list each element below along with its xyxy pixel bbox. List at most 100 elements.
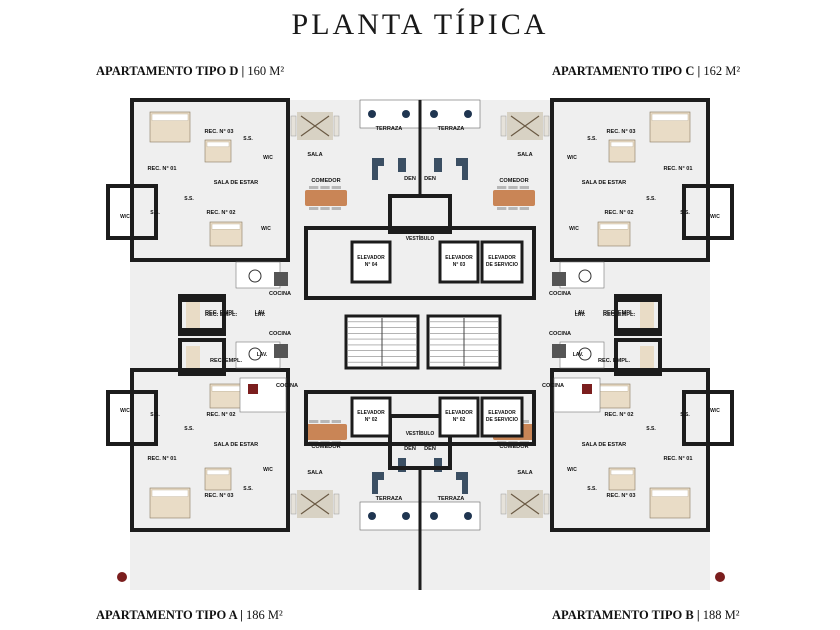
apt-a-sala-pattern [300, 493, 330, 515]
apt-a-bedroom-wing [130, 368, 290, 532]
apt-a-cocina-table [248, 347, 262, 361]
mid-kitchen-left-table [248, 384, 258, 394]
apt-d-cocina-table [248, 269, 262, 283]
apt-b-ss-1: S.S. [587, 486, 597, 492]
service-elevator-upper-number: DE SERVICIO [486, 262, 518, 268]
apt-a-ss-3: S.S. [184, 426, 194, 432]
apt-c-terraza-chair [464, 110, 472, 118]
core-upper [304, 226, 536, 300]
apt-b-sala-estar: SALA DE ESTAR [582, 442, 626, 448]
apt-c-bedroom-wing [550, 98, 710, 262]
apt-d-rec1: REC. N° 01 [148, 166, 177, 172]
elevator-02-right-label: ELEVADOR [445, 410, 473, 416]
apt-d-wc-block [106, 184, 158, 240]
apt-a-den-sofa [372, 472, 384, 494]
apt-b-rec-empl-room [614, 298, 662, 336]
apt-a-rec2: REC. N° 02 [207, 412, 236, 418]
mid-kitchen-right-area [553, 377, 601, 413]
apt-d-terraza-chair-2 [402, 110, 410, 118]
apt-c-ss-3: S.S. [646, 196, 656, 202]
apartment-d-label: APARTAMENTO TIPO D | 160 M² [96, 64, 285, 78]
apt-a-wc-2: W/C [120, 408, 130, 414]
apt-d-rec-empl: REC. EMPL. [205, 310, 237, 316]
apt-c-cocina-counter [552, 272, 566, 286]
apt-d-ss-2: S.S. [150, 210, 160, 216]
apartment-c-name: APARTAMENTO TIPO C [552, 64, 695, 78]
apt-b-wc-block [682, 390, 734, 446]
apt-b-bed-2-pillows [599, 385, 629, 392]
apartment-d-name: APARTAMENTO TIPO D [96, 64, 239, 78]
apt-b-wc-2: W/C [710, 408, 720, 414]
apt-d-cocina-counter [274, 272, 288, 286]
apt-c-rec3: REC. N° 03 [607, 129, 636, 135]
apartment-c-label: APARTAMENTO TIPO C | 162 M² [552, 64, 741, 78]
apt-d-lav: LAV. [255, 312, 266, 318]
apt-d-rec3: REC. N° 03 [205, 129, 234, 135]
apt-c-bed-2-pillows [599, 223, 629, 230]
service-elevator-lower [480, 396, 524, 438]
apt-d-wc-1: W/C [263, 155, 273, 161]
elevator-02-right-number: N° 02 [453, 417, 466, 423]
elevator-03 [438, 240, 480, 284]
apt-b-cocina-table [578, 347, 592, 361]
apt-a-rec3: REC. N° 03 [205, 493, 234, 499]
apartment-d-area: 160 M² [247, 64, 285, 78]
apt-a-rec1: REC. N° 01 [148, 456, 177, 462]
apt-c-den-chair [434, 158, 442, 172]
apt-b-ss-3: S.S. [646, 426, 656, 432]
service-elevator-lower-number: DE SERVICIO [486, 417, 518, 423]
apt-c-ss-1: S.S. [587, 136, 597, 142]
elevator-02-right [438, 396, 480, 438]
apt-a-sala-estar: SALA DE ESTAR [214, 442, 258, 448]
apt-d-rec2: REC. N° 02 [207, 210, 236, 216]
apt-a-dining-table-chair [331, 420, 341, 423]
mid-kitchen-left-rec-empl: REC. EMPL. [210, 358, 242, 364]
apt-b-terraza-chair [464, 512, 472, 520]
apt-c-ss-2: S.S. [680, 210, 690, 216]
apt-c-rec2: REC. N° 02 [605, 210, 634, 216]
apt-d-den: DEN [404, 176, 416, 182]
apt-c-bed-master-pillows [651, 113, 689, 121]
elevator-04 [350, 240, 392, 284]
apartment-a-name: APARTAMENTO TIPO A [96, 608, 238, 622]
apt-c-den-sofa [456, 158, 468, 180]
apt-b-wc-1: W/C [567, 467, 577, 473]
apt-a-den-chair [398, 458, 406, 472]
apt-b-comedor: COMEDOR [499, 444, 528, 450]
apt-c-sala-sofa-right [543, 115, 550, 137]
apt-a-comedor: COMEDOR [311, 444, 340, 450]
apt-d-sala-label: SALA [307, 152, 322, 158]
apt-a-lav: LAV. [255, 310, 266, 316]
apt-d-sala-sofa-left [290, 115, 297, 137]
apt-c-wc-block [682, 184, 734, 240]
apt-d-den-chair [398, 158, 406, 172]
apt-a-cocina-counter [274, 344, 288, 358]
mid-kitchen-right-rec-empl-room [614, 338, 662, 376]
mid-kitchen-right-lav: LAV. [573, 352, 584, 358]
apt-b-sala-sofa-right [543, 493, 550, 515]
apt-a-ss-1: S.S. [243, 486, 253, 492]
apt-d-den-sofa [372, 158, 384, 180]
elevator-02-left-number: N° 02 [365, 417, 378, 423]
mid-kitchen-right-label: COCINA [542, 383, 564, 389]
elevator-04-label: ELEVADOR [357, 255, 385, 261]
apt-d-bedroom-wing [130, 98, 290, 262]
apt-a-accent-chair [117, 572, 127, 582]
apt-c-dining-table-chair [497, 186, 507, 189]
mid-kitchen-left-label: COCINA [276, 383, 298, 389]
apartment-a-label: APARTAMENTO TIPO A | 186 M² [96, 608, 283, 622]
apt-c-wc-2: W/C [710, 214, 720, 220]
apt-b-terraza: TERRAZA [438, 496, 465, 502]
mid-kitchen-right-table [582, 384, 592, 394]
service-elevator-upper [480, 240, 524, 284]
mid-kitchen-left-lav: LAV. [257, 352, 268, 358]
vestibulo-upper-label: VESTÍBULO [406, 234, 435, 242]
elevator-02-left-label: ELEVADOR [357, 410, 385, 416]
service-elevator-upper-label: ELEVADOR [488, 255, 516, 261]
apt-d-wc-3: W/C [261, 226, 271, 232]
apt-a-bed-3-pillows [206, 469, 230, 476]
apt-d-ss-1: S.S. [243, 136, 253, 142]
apt-c-dining-table-chair [519, 186, 529, 189]
apt-c-sala-pattern [510, 115, 540, 137]
apt-c-dining-table-chair [519, 207, 529, 210]
